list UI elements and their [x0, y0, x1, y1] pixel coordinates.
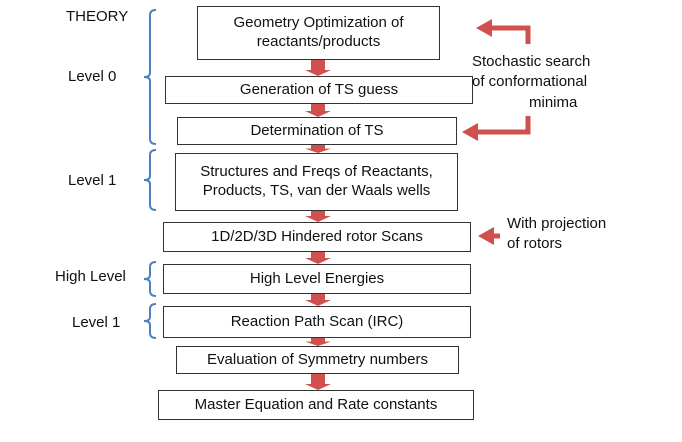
step-structures-freqs: Structures and Freqs of Reactants, Produ… [175, 153, 458, 211]
note-line: of conformational [472, 73, 588, 91]
step-hindered-rotor: 1D/2D/3D Hindered rotor Scans [163, 222, 471, 252]
step-text-line: Reaction Path Scan (IRC) [230, 312, 404, 330]
step-master-equation: Master Equation and Rate constants [158, 390, 474, 420]
down-arrow [305, 252, 331, 264]
level-bracket [143, 303, 157, 339]
step-text-line: Master Equation and Rate constants [194, 395, 438, 413]
level-bracket [143, 9, 157, 145]
step-high-level-energies: High Level Energies [163, 264, 471, 294]
step-text-line: Geometry Optimization of [233, 14, 404, 32]
step-text-line: Determination of TS [250, 121, 384, 139]
down-arrow [305, 211, 331, 222]
level-label-1b: Level 1 [72, 314, 121, 331]
note-rotor-projection: With projection of rotors [507, 214, 606, 255]
step-text-line: Products, TS, van der Waals wells [202, 182, 431, 199]
down-arrow [305, 294, 331, 306]
step-text-line: High Level Energies [249, 269, 385, 287]
step-symmetry-numbers: Evaluation of Symmetry numbers [176, 346, 459, 374]
note-stochastic-search: Stochastic search of conformational mini… [472, 52, 590, 113]
level-label-high: High Level [55, 268, 126, 285]
side-arrow-rotor-head [478, 227, 494, 245]
side-arrow-bottom-head [462, 123, 478, 141]
step-ts-determination: Determination of TS [177, 117, 457, 145]
step-text-line: 1D/2D/3D Hindered rotor Scans [211, 227, 423, 245]
note-line: With projection [507, 215, 607, 232]
down-arrow [305, 60, 331, 76]
step-irc-scan: Reaction Path Scan (IRC) [163, 306, 471, 338]
side-arrows [462, 19, 531, 245]
step-text-line: Generation of TS guess [239, 80, 399, 98]
side-arrow-top-line [490, 25, 531, 44]
down-arrow [305, 104, 331, 117]
step-arrows [305, 60, 331, 390]
note-line: Stochastic search [472, 53, 591, 70]
level-bracket [143, 149, 157, 211]
level-label-0: Level 0 [68, 68, 117, 85]
down-arrow [305, 145, 331, 153]
level-brackets [143, 9, 157, 339]
theory-header: THEORY [66, 8, 129, 25]
step-text-line: Evaluation of Symmetry numbers [207, 350, 428, 368]
side-arrow-top-head [476, 19, 492, 37]
note-line: minima [529, 93, 578, 111]
step-text-line: reactants/products [256, 33, 381, 50]
level-label-1: Level 1 [68, 172, 117, 189]
down-arrow [305, 374, 331, 390]
step-geometry-optimization: Geometry Optimization of reactants/produ… [197, 6, 440, 60]
down-arrow [305, 338, 331, 346]
step-text-line: Structures and Freqs of Reactants, [200, 163, 433, 181]
step-ts-guess: Generation of TS guess [165, 76, 473, 104]
level-bracket [143, 261, 157, 297]
side-arrow-bottom-line [476, 116, 531, 135]
note-line: of rotors [507, 235, 563, 253]
